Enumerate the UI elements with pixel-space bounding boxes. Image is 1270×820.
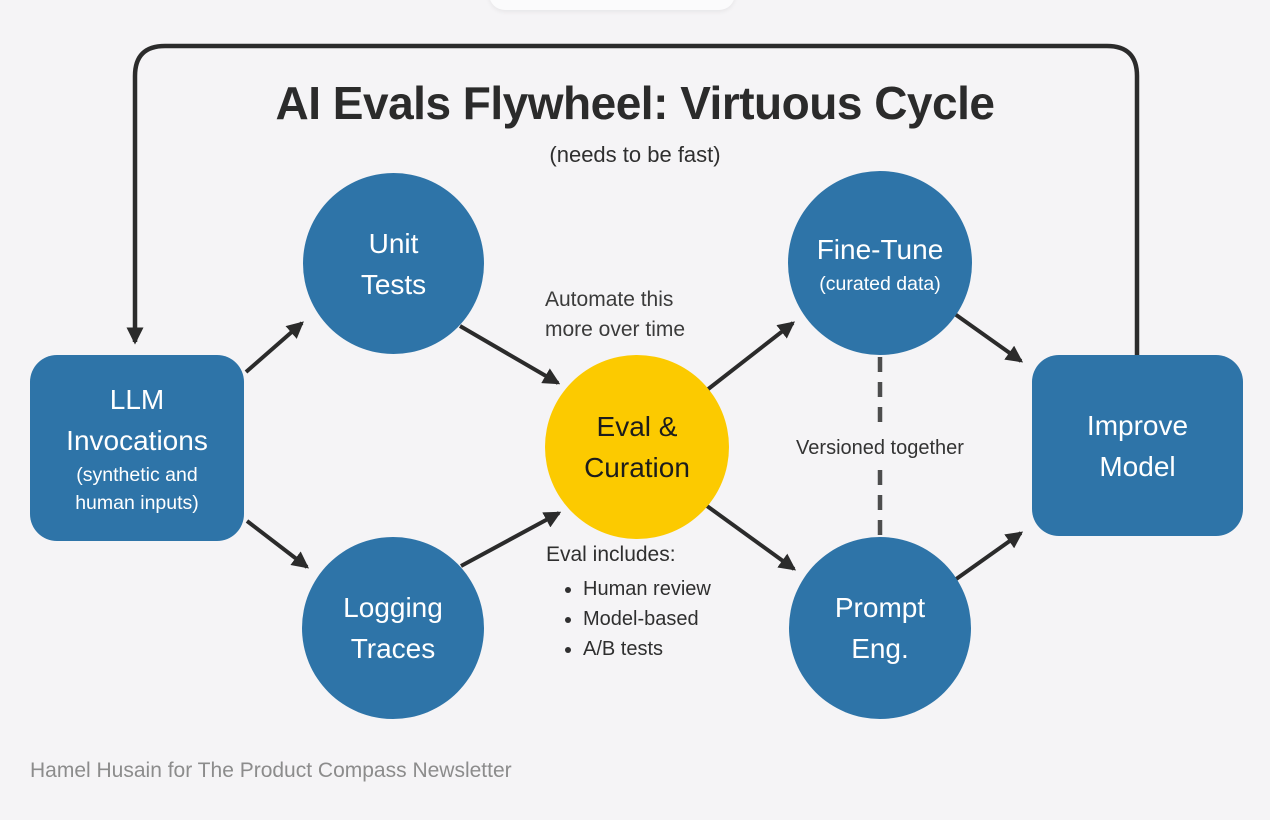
loop-arrow <box>126 43 1140 355</box>
arrow-eval-to-prompt-eng <box>705 504 797 571</box>
node-label-line: human inputs) <box>75 492 199 514</box>
annotation-automate: Automate this more over time <box>545 285 685 345</box>
cropped-top-pill <box>489 0 735 10</box>
page-title: AI Evals Flywheel: Virtuous Cycle <box>275 77 995 129</box>
annotation-versioned-together: Versioned together <box>796 437 964 459</box>
node-label-line: Invocations <box>66 425 208 456</box>
node-llm-invocations: LLM Invocations (synthetic and human inp… <box>30 355 244 541</box>
eval-includes-item: Model-based <box>583 604 796 634</box>
annotation-line: more over time <box>545 318 686 341</box>
node-label-line: (synthetic and <box>76 464 198 486</box>
node-label-line: Fine-Tune <box>816 233 944 265</box>
eval-includes-item: Human review <box>583 574 796 604</box>
annotation-eval-includes: Eval includes: Human review Model-based … <box>546 543 796 664</box>
node-label-line: Logging <box>343 592 443 623</box>
arrow-prompt-eng-to-improve <box>950 531 1024 584</box>
node-improve-model: Improve Model <box>1032 355 1243 536</box>
eval-includes-item: A/B tests <box>583 634 796 664</box>
credit-line: Hamel Husain for The Product Compass New… <box>30 759 512 782</box>
node-label-line: (curated data) <box>819 272 941 295</box>
node-eval-curation: Eval & Curation <box>545 355 729 539</box>
node-label-line: Traces <box>350 633 436 664</box>
node-prompt-eng: Prompt Eng. <box>789 537 971 719</box>
node-label-line: Eval & <box>596 411 678 442</box>
arrow-eval-to-fine-tune <box>705 321 796 392</box>
node-label-line: Improve <box>1086 409 1189 441</box>
arrow-unit-tests-to-eval <box>458 324 561 385</box>
arrow-logging-traces-to-eval <box>460 511 562 568</box>
node-label-line: Curation <box>584 452 690 483</box>
node-fine-tune: Fine-Tune (curated data) <box>788 171 972 355</box>
node-label-line: LLM <box>109 384 165 415</box>
annotation-line: Automate this <box>545 288 674 311</box>
eval-includes-heading: Eval includes: <box>546 543 676 566</box>
node-label-line: Tests <box>360 268 427 300</box>
node-label-line: Prompt <box>834 592 926 623</box>
node-label-line: Unit <box>368 227 419 259</box>
node-unit-tests: Unit Tests <box>303 173 484 354</box>
arrow-llm-to-logging-traces <box>245 519 310 569</box>
node-label-line: Eng. <box>851 633 909 664</box>
arrow-llm-to-unit-tests <box>244 321 304 374</box>
eval-includes-list: Human review Model-based A/B tests <box>546 574 796 664</box>
page-subtitle: (needs to be fast) <box>549 142 721 167</box>
arrow-fine-tune-to-improve <box>950 310 1024 363</box>
node-logging-traces: Logging Traces <box>302 537 484 719</box>
node-label-line: Model <box>1099 450 1176 482</box>
